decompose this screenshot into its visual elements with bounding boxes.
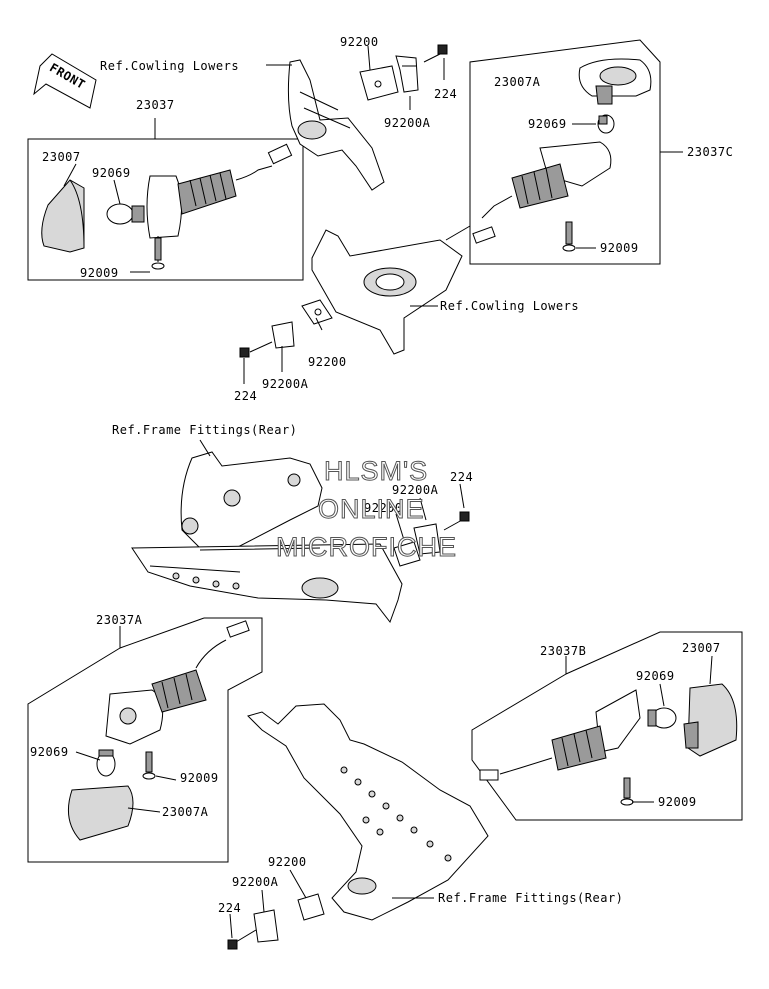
bolt-224-top: [423, 44, 448, 63]
label-23037C: 23037C: [687, 145, 733, 159]
frame-fitting-rear-lower: [247, 703, 489, 921]
turn-signal-lens-23007-bottom-right: [683, 683, 738, 757]
turn-signal-housing-top-right: [472, 141, 612, 244]
plate-92200-mid: [301, 299, 333, 325]
label-224-mid: 224: [234, 389, 257, 403]
label-ref-cowling-lowers-mid: Ref.Cowling Lowers: [440, 299, 579, 313]
bulb-92069-bottom-left: [96, 749, 116, 777]
label-92200A-bottom: 92200A: [232, 875, 279, 889]
bulb-92069-bottom-right: [647, 707, 677, 729]
clip-92200A-mid: [271, 321, 295, 349]
assembly-box-23037C: [469, 39, 683, 265]
screw-92009-top-left: [151, 236, 165, 270]
turn-signal-lens-23007: [41, 179, 85, 253]
label-92069-top-right: 92069: [528, 117, 567, 131]
clip-92200A-bottom: [253, 909, 279, 943]
label-92009-bottom-left: 92009: [180, 771, 219, 785]
bulb-92069-top-right: [597, 114, 615, 134]
label-23007A-bottom: 23007A: [162, 805, 209, 819]
watermark-line-1: HLSM'S: [324, 456, 428, 486]
label-23037B: 23037B: [540, 644, 586, 658]
callout-labels: Ref.Cowling Lowers 92200 224 92200A 2303…: [30, 35, 733, 915]
watermark-line-2: ONLINE: [318, 494, 425, 524]
label-224-top: 224: [434, 87, 457, 101]
screw-92009-bottom-right: [620, 777, 634, 806]
cowling-bracket-top: [287, 59, 385, 191]
label-92069-top-left: 92069: [92, 166, 131, 180]
label-92069-bottom-left: 92069: [30, 745, 69, 759]
label-ref-cowling-lowers-top: Ref.Cowling Lowers: [100, 59, 239, 73]
assembly-box-23037A: [27, 617, 263, 863]
label-92200-rear: 92200: [364, 501, 403, 515]
label-92200-bottom: 92200: [268, 855, 307, 869]
clip-92200A-top: [395, 55, 419, 93]
screw-92009-bottom-left: [142, 751, 156, 780]
plate-92200-rear: [393, 541, 421, 567]
watermark: HLSM'S ONLINE MICROFICHE: [276, 456, 457, 563]
label-23037: 23037: [136, 98, 175, 112]
label-224-rear: 224: [450, 470, 473, 484]
bolt-224-rear: [443, 511, 470, 531]
bolt-224-mid: [239, 341, 273, 358]
plate-92200-top: [359, 65, 399, 101]
frame-fitting-rear-upper: [131, 451, 403, 624]
turn-signal-housing-top-left: [146, 143, 293, 239]
clip-92200A-rear: [413, 523, 441, 555]
label-92200-mid: 92200: [308, 355, 347, 369]
turn-signal-lens-23007A-bottom: [67, 785, 134, 841]
label-92200A-top: 92200A: [384, 116, 431, 130]
label-92200-top: 92200: [340, 35, 379, 49]
assembly-box-23037B: [471, 631, 743, 821]
label-92009-top-left: 92009: [80, 266, 119, 280]
label-23007A-top: 23007A: [494, 75, 541, 89]
cowling-bracket-middle: [311, 225, 471, 355]
bulb-92069-top: [106, 203, 145, 225]
label-92200A-rear: 92200A: [392, 483, 439, 497]
turn-signal-housing-bottom-left: [105, 620, 250, 745]
turn-signal-lens-23007A-top: [578, 58, 652, 105]
label-92069-bottom-right: 92069: [636, 669, 675, 683]
front-arrow-icon: FRONT: [33, 53, 97, 109]
screw-92009-top-right: [562, 221, 576, 252]
leader-lines: [63, 45, 713, 939]
plate-92200-bottom: [297, 893, 325, 921]
label-92009-top-right: 92009: [600, 241, 639, 255]
label-23007-bottom-right: 23007: [682, 641, 721, 655]
label-23007-top: 23007: [42, 150, 81, 164]
label-92009-bottom-right: 92009: [658, 795, 697, 809]
label-ref-frame-fittings-bottom: Ref.Frame Fittings(Rear): [438, 891, 623, 905]
label-23037A: 23037A: [96, 613, 143, 627]
label-ref-frame-fittings-top: Ref.Frame Fittings(Rear): [112, 423, 297, 437]
label-92200A-mid: 92200A: [262, 377, 309, 391]
bolt-224-bottom: [227, 929, 257, 950]
watermark-line-3: MICROFICHE: [276, 532, 457, 562]
turn-signal-housing-bottom-right: [479, 689, 641, 781]
label-224-bottom: 224: [218, 901, 241, 915]
